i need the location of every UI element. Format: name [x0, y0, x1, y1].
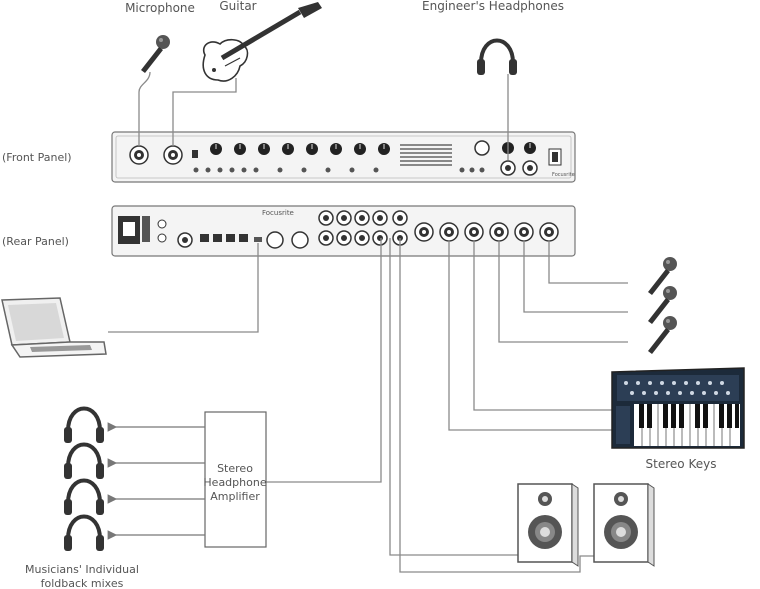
headphones-icon	[62, 442, 106, 481]
musicians-label-line2: foldback mixes	[41, 577, 124, 589]
microphone-icon	[141, 35, 170, 73]
amp-label-line3: Amplifier	[210, 490, 260, 503]
guitar-label: Guitar	[219, 0, 256, 13]
headphones-icon	[475, 38, 519, 77]
stereo-keys-label: Stereo Keys	[646, 457, 717, 471]
brand-front: Focusrite	[552, 172, 575, 178]
amp-label-line2: Headphone	[203, 476, 266, 489]
amp-label-line1: Stereo	[217, 462, 253, 475]
headphones-icon	[62, 406, 106, 445]
cables	[108, 71, 628, 573]
studio-monitor-icon	[593, 483, 655, 567]
guitar-icon	[202, 2, 322, 82]
laptop-icon	[1, 297, 107, 358]
rear-panel-label: (Rear Panel)	[2, 235, 69, 248]
synth-keyboard-icon	[611, 367, 745, 449]
rear-panel: Focusrite	[111, 205, 576, 257]
musicians-label-line1: Musicians' Individual	[25, 563, 139, 576]
engineer-headphones-label: Engineer's Headphones	[422, 0, 564, 13]
front-panel: Focusrite	[111, 131, 576, 183]
studio-monitor-icon	[517, 483, 579, 567]
microphone-label: Microphone	[125, 1, 195, 15]
headphones-icon	[62, 478, 106, 517]
headphones-icon	[62, 514, 106, 553]
brand-rear: Focusrite	[262, 209, 294, 217]
headphone-amplifier: Stereo Headphone Amplifier	[203, 411, 267, 548]
foldback-arrows	[107, 422, 205, 540]
front-panel-label: (Front Panel)	[2, 151, 72, 164]
